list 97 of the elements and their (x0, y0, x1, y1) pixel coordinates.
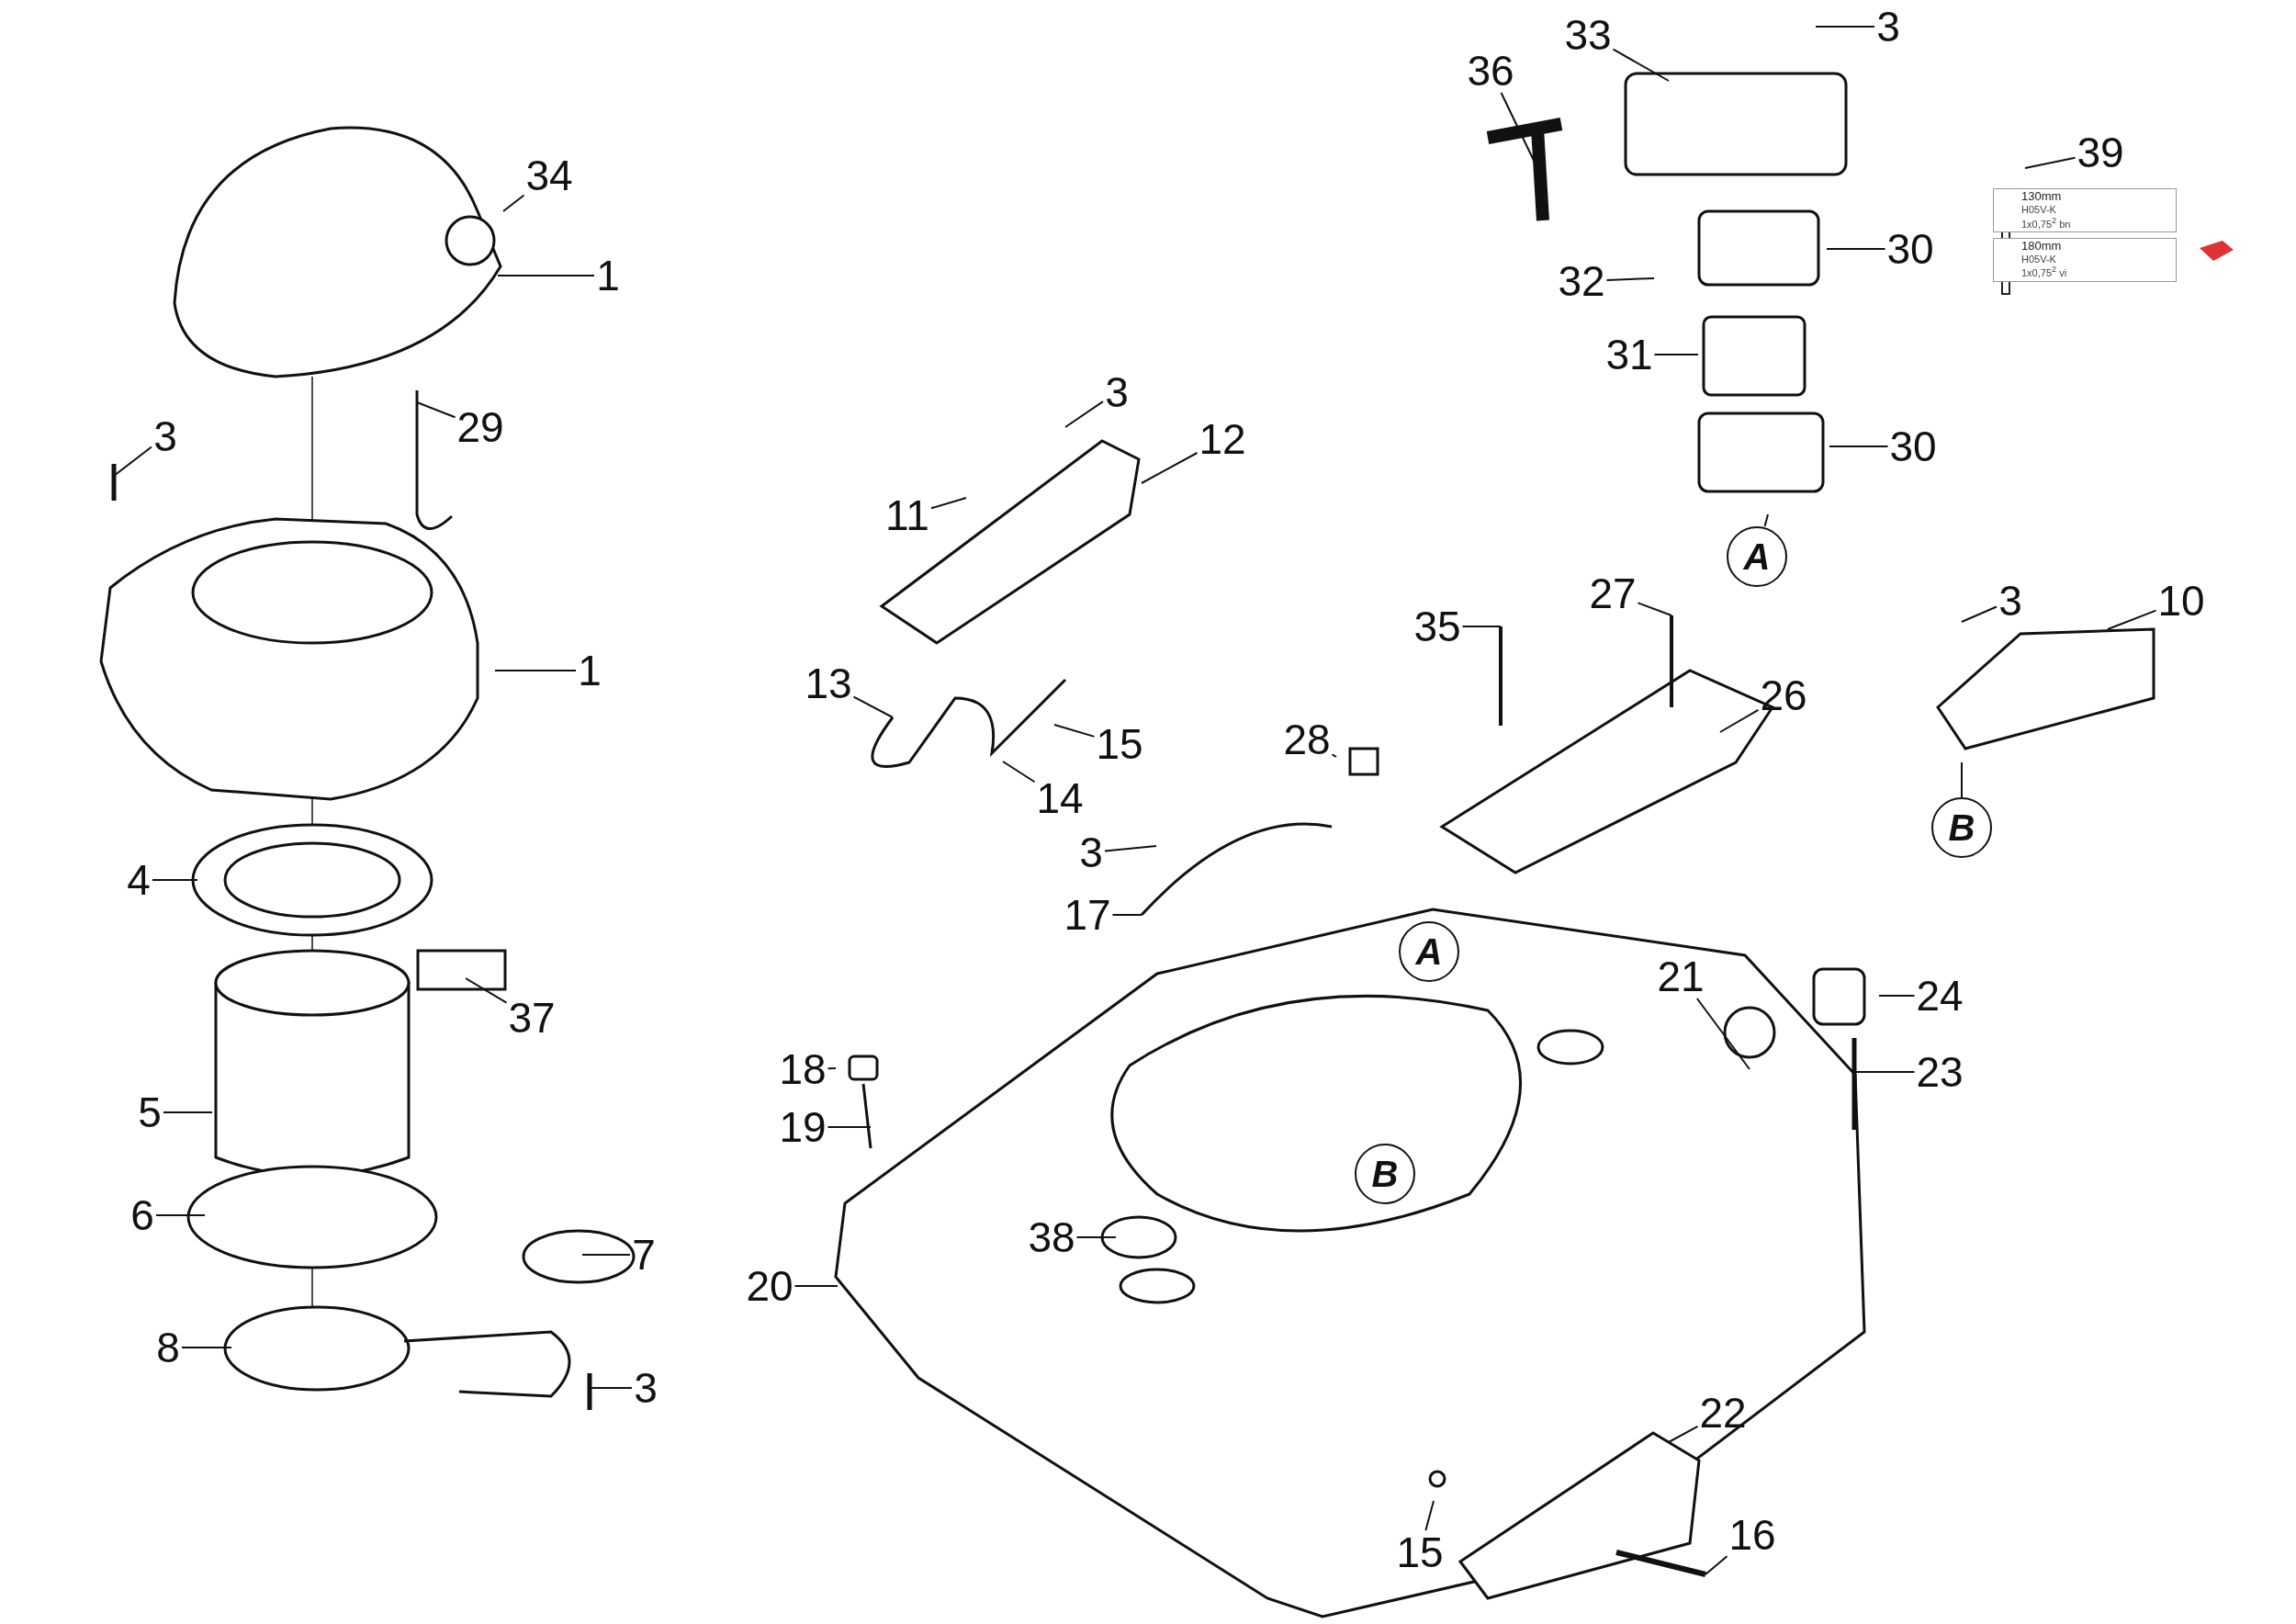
callout-number: 1 (594, 254, 622, 298)
leader-line (2107, 609, 2157, 630)
leader-line (1961, 761, 1963, 798)
callout-number: 17 (1062, 893, 1113, 937)
callout-number: 21 (1655, 954, 1706, 998)
leader-line (1141, 452, 1199, 484)
leader-line (1829, 445, 1889, 447)
leader-line (2024, 156, 2077, 169)
callout-number: 29 (455, 405, 506, 449)
leader-line (581, 1254, 631, 1256)
leader-line (1653, 354, 1699, 355)
callout-number: 34 (523, 153, 575, 197)
leader-line (930, 497, 967, 510)
cable-spec: 1x0,75$^{2}$ vi (2021, 265, 2068, 279)
callout-number: 6 (129, 1193, 156, 1237)
leader-line (827, 1067, 837, 1070)
leader-line (1612, 48, 1670, 82)
leader-line (497, 275, 595, 276)
reference-letter: A (1727, 526, 1787, 587)
callout-number: 23 (1914, 1050, 1965, 1094)
callout-number: 30 (1887, 424, 1939, 468)
callout-number: 32 (1556, 259, 1607, 303)
leader-line (793, 1285, 838, 1287)
callout-number: 12 (1197, 417, 1248, 461)
leader-line (1605, 277, 1655, 281)
leader-line (1064, 400, 1104, 428)
leader-line (1815, 26, 1875, 28)
leader-line (1637, 602, 1672, 616)
leader-line (1002, 761, 1036, 784)
callout-number: 3 (1874, 5, 1902, 49)
callout-number: 11 (884, 493, 931, 537)
callout-number: 35 (1412, 604, 1463, 648)
leader-line (152, 879, 198, 881)
callout-number: 7 (630, 1233, 658, 1277)
leader-line (1104, 845, 1157, 852)
leader-line (1853, 1071, 1916, 1073)
callout-number: 15 (1394, 1530, 1446, 1574)
callout-number: 3 (152, 414, 179, 458)
callout-number: 16 (1727, 1513, 1778, 1557)
callout-number: 33 (1562, 13, 1614, 57)
leader-line (1075, 1236, 1117, 1238)
callout-number: 39 (2075, 130, 2126, 175)
callout-number: 26 (1758, 673, 1809, 717)
leader-line (1111, 914, 1142, 916)
reference-letter: B (1931, 797, 1992, 858)
callout-number: 3 (1077, 830, 1105, 874)
cable-length: 180mm (2021, 239, 2063, 254)
leader-line (1695, 998, 1750, 1070)
leader-line (1053, 724, 1096, 738)
callout-number: 3 (1997, 579, 2024, 623)
callout-number: 37 (506, 996, 557, 1040)
callout-number: 19 (777, 1105, 828, 1149)
callout-number: 14 (1034, 776, 1086, 820)
callout-number: 20 (744, 1264, 795, 1308)
leader-line (1826, 248, 1886, 250)
leader-line (827, 1126, 872, 1128)
callout-number: 3 (1103, 370, 1131, 414)
leader-line (1668, 1425, 1699, 1443)
cable-spec: H05V-K (2021, 253, 2057, 265)
callout-number: 1 (576, 648, 603, 693)
leader-line (494, 670, 577, 671)
leader-line (1763, 513, 1769, 527)
leader-line (852, 695, 894, 718)
callout-number: 4 (125, 858, 152, 902)
leader-line (1961, 605, 1998, 623)
callout-number: 5 (136, 1090, 163, 1134)
callout-number: 30 (1885, 227, 1936, 271)
leader-line (465, 977, 508, 1004)
callout-number: 13 (803, 661, 854, 705)
callout-number: 22 (1697, 1391, 1749, 1435)
leader-line (1705, 1555, 1728, 1575)
callout-number: 18 (777, 1047, 828, 1091)
leader-line (1719, 708, 1760, 733)
leader-line (163, 1111, 213, 1113)
callout-number: 38 (1026, 1215, 1077, 1259)
leader-line (155, 1214, 206, 1216)
leader-line (181, 1347, 232, 1348)
leader-line (416, 401, 456, 419)
leader-line (113, 445, 152, 477)
leader-line (1878, 995, 1916, 997)
leader-line (1331, 753, 1337, 758)
callout-number: 8 (154, 1325, 182, 1370)
leader-line (1461, 626, 1502, 627)
callout-number: 3 (632, 1366, 659, 1410)
leader-line (1424, 1500, 1435, 1531)
cable-spec: H05V-K (2021, 203, 2057, 216)
callout-number: 24 (1914, 974, 1965, 1018)
callout-number: 15 (1094, 722, 1145, 766)
cable-spec: 1x0,75$^{2}$ bn (2021, 215, 2072, 230)
leader-line (502, 194, 525, 212)
callout-number: 28 (1281, 717, 1333, 761)
callout-number: 36 (1465, 49, 1516, 93)
callout-number: 10 (2155, 579, 2207, 623)
leader-line (589, 1387, 633, 1389)
callout-number: 31 (1604, 333, 1655, 377)
callout-number: 27 (1587, 571, 1638, 615)
cable-length: 130mm (2021, 190, 2063, 204)
